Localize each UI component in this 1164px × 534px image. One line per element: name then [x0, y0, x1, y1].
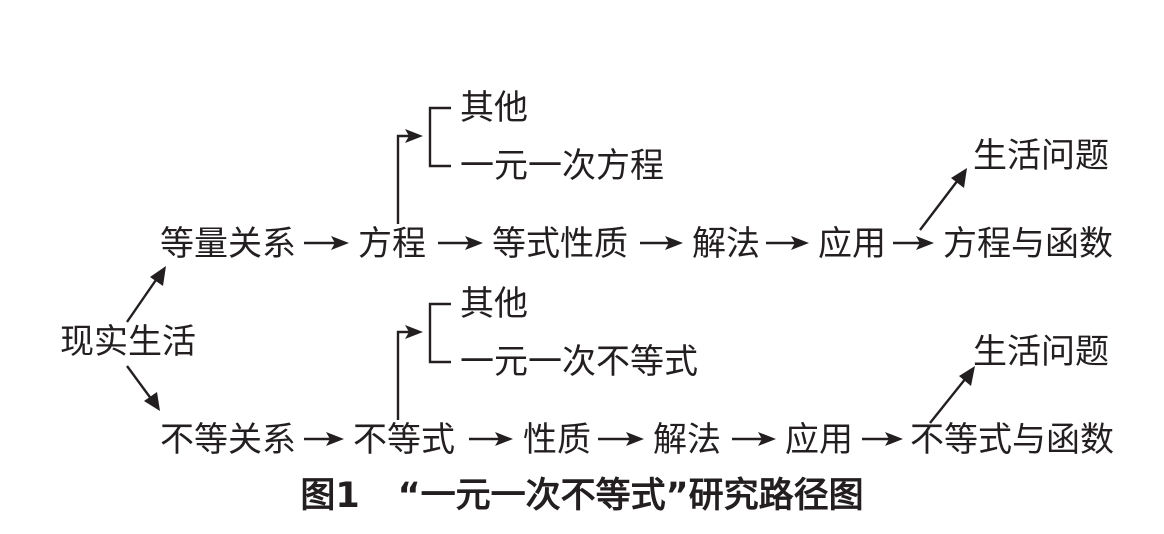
- node-equation-and-function: 方程与函数: [943, 224, 1113, 264]
- node-equation-application: 应用: [818, 224, 886, 264]
- figure-number: 图1: [300, 476, 360, 516]
- arrowhead: [465, 236, 483, 250]
- node-equation-property: 等式性质: [492, 224, 628, 264]
- arrowhead: [885, 432, 903, 446]
- root-real-life: 现实生活: [60, 322, 196, 362]
- arrowhead: [791, 236, 809, 250]
- arrow-application-to-life-problem: [929, 377, 967, 424]
- arrow-root-to-unequal-relation: [126, 365, 153, 401]
- arrowhead: [144, 392, 160, 411]
- figure-title: “一元一次不等式”研究路径图: [397, 476, 864, 516]
- arrowhead: [951, 168, 967, 188]
- arrowhead: [405, 129, 423, 143]
- arrowhead: [959, 366, 975, 386]
- node-inequality-method: 解法: [653, 420, 721, 460]
- arrow-inequality-to-branches: [396, 330, 409, 420]
- figure-caption: 图1 “一元一次不等式”研究路径图: [0, 474, 1164, 518]
- arrowhead: [326, 432, 344, 446]
- node-inequality: 不等式: [353, 420, 455, 460]
- node-equation-other: 其他: [460, 88, 528, 128]
- arrow-root-to-equal-relation: [126, 276, 159, 323]
- arrowhead: [758, 432, 776, 446]
- bracket-inequality-types: [428, 302, 451, 364]
- arrow-equation-to-branches: [396, 134, 409, 224]
- arrow-application-to-life-problem: [919, 179, 959, 231]
- node-inequality-life-problem: 生活问题: [973, 332, 1109, 372]
- arrowhead: [405, 325, 423, 339]
- arrowhead: [665, 236, 683, 250]
- node-equation-life-problem: 生活问题: [973, 136, 1109, 176]
- node-inequality-property: 性质: [523, 420, 591, 460]
- node-linear-inequality: 一元一次不等式: [460, 342, 698, 382]
- node-linear-equation: 一元一次方程: [460, 146, 664, 186]
- node-inequality-application: 应用: [785, 420, 853, 460]
- node-equation-method: 解法: [692, 224, 760, 264]
- arrowhead: [916, 236, 934, 250]
- arrowhead: [495, 432, 513, 446]
- node-inequality-other: 其他: [460, 284, 528, 324]
- node-equation: 方程: [358, 224, 426, 264]
- node-equal-relation: 等量关系: [160, 224, 296, 264]
- arrowhead: [331, 236, 349, 250]
- bracket-equation-types: [428, 106, 451, 168]
- arrowhead: [626, 432, 644, 446]
- arrowhead: [150, 266, 166, 286]
- node-inequality-and-function: 不等式与函数: [910, 420, 1114, 460]
- node-unequal-relation: 不等关系: [160, 420, 296, 460]
